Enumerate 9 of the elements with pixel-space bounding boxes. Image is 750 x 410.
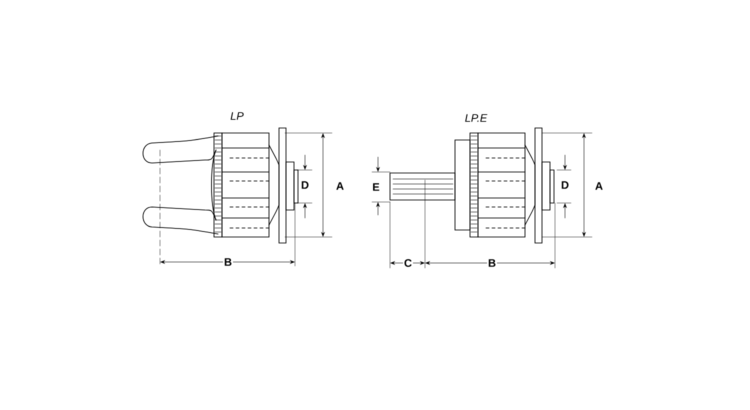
dimension-label: A bbox=[335, 181, 345, 191]
dimension-label: A bbox=[594, 181, 604, 191]
dimension-label: B bbox=[223, 257, 233, 267]
dimension-label: B bbox=[487, 258, 497, 268]
dimension-label: D bbox=[560, 180, 570, 190]
dimension-label: LP bbox=[229, 111, 245, 121]
dimension-label: D bbox=[300, 180, 310, 190]
dimension-label: LP.E bbox=[464, 113, 488, 123]
dimension-label: C bbox=[403, 258, 413, 268]
